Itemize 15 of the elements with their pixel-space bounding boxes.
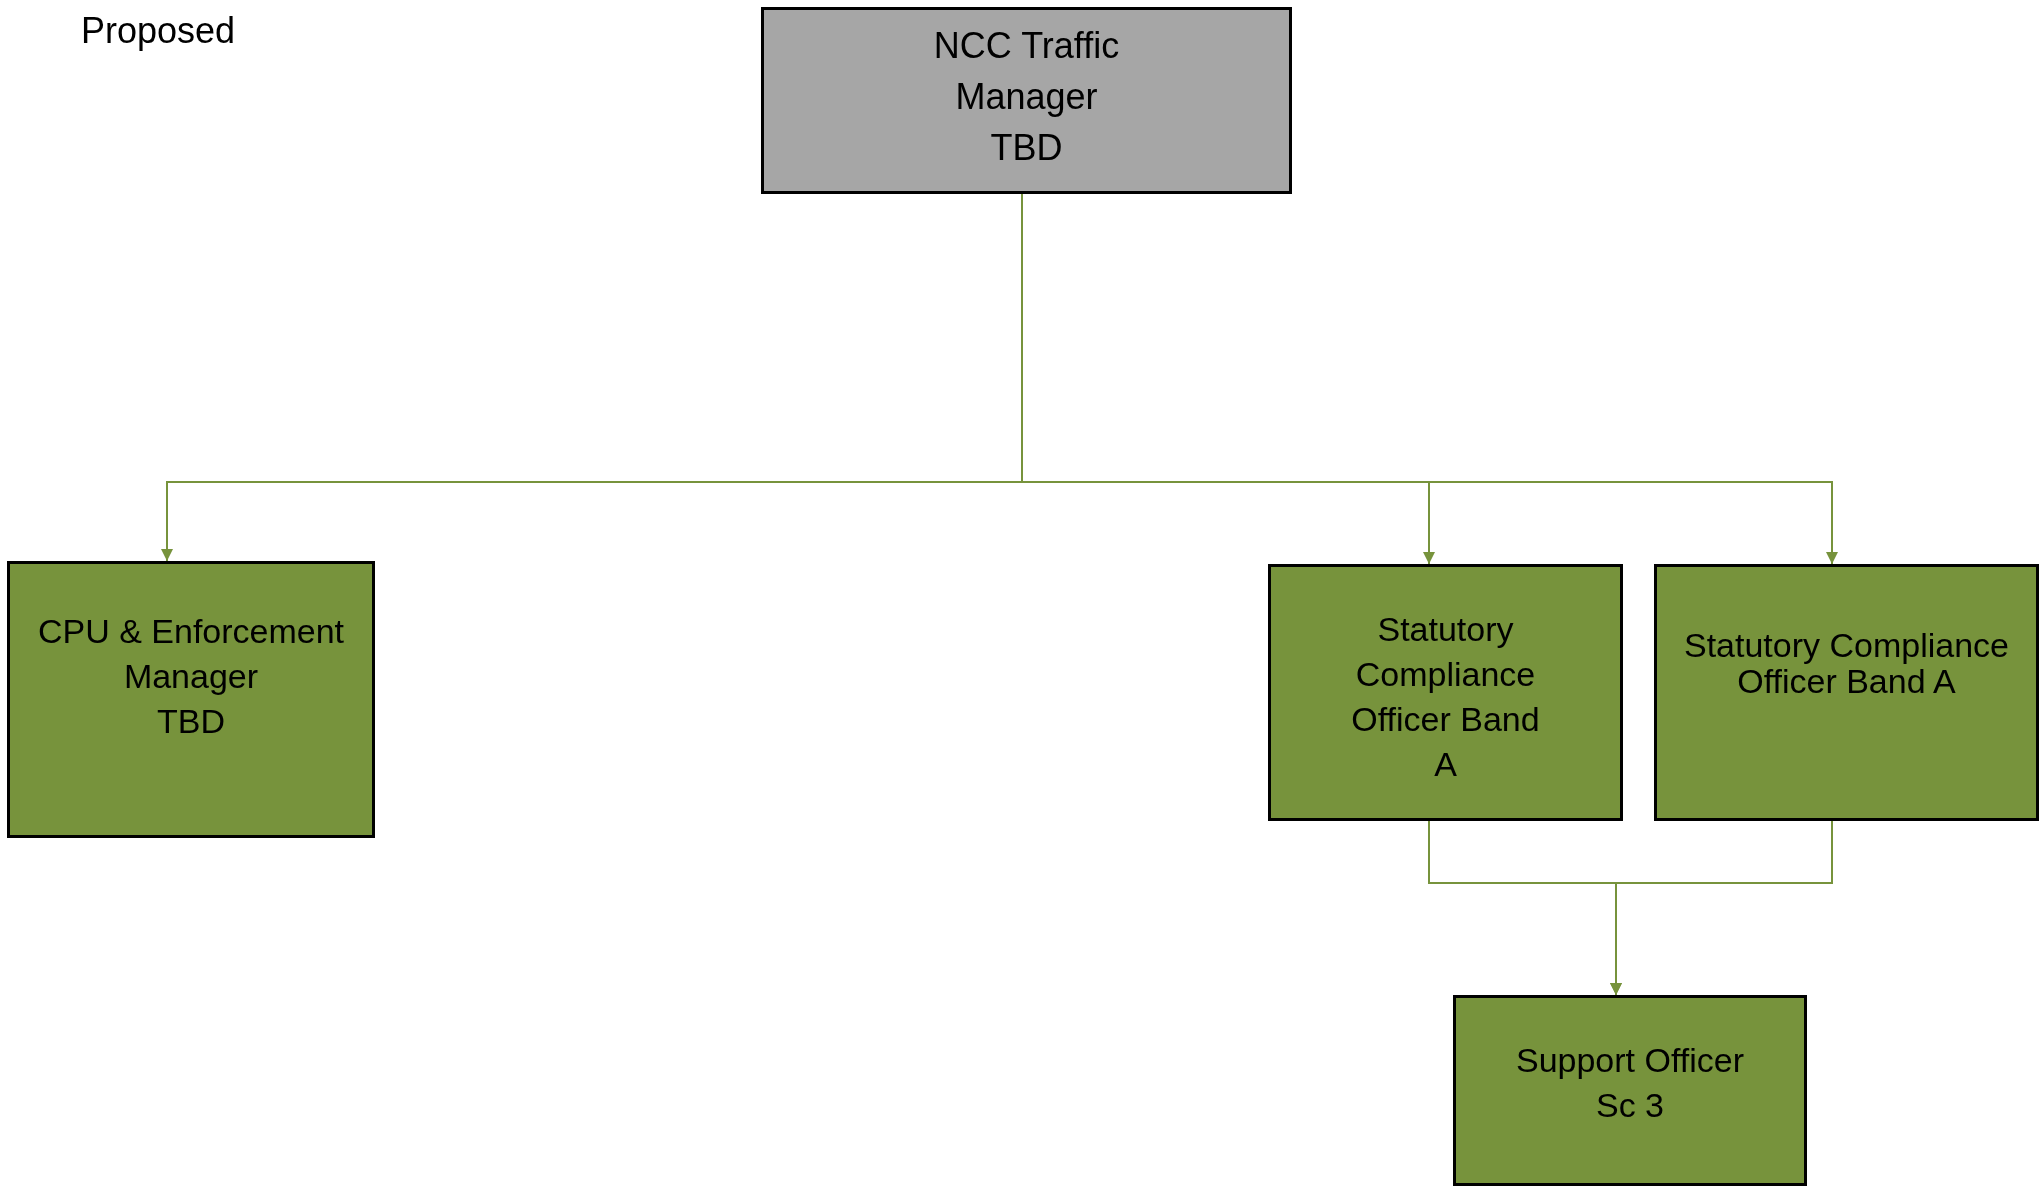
role-title: CPU & Enforcement Manager [36, 611, 346, 697]
manager-box [761, 7, 1292, 194]
role-detail: Sc 3 [1594, 1085, 1665, 1126]
role-box [1453, 995, 1807, 1186]
role-title: NCC Traffic Manager [932, 24, 1121, 119]
role-box [1268, 564, 1623, 821]
connector-arrow [1610, 820, 1833, 996]
role-box [1654, 564, 2039, 821]
role-box [7, 561, 375, 838]
role-detail: TBD [156, 701, 226, 742]
diagram-heading: Proposed [81, 10, 236, 52]
role-title: Support Officer [1514, 1040, 1745, 1081]
role-detail: TBD [989, 126, 1064, 170]
role-title: Statutory Compliance Officer Band A [1682, 627, 2010, 699]
role-title: Statutory Compliance Officer Band A [1350, 609, 1541, 785]
